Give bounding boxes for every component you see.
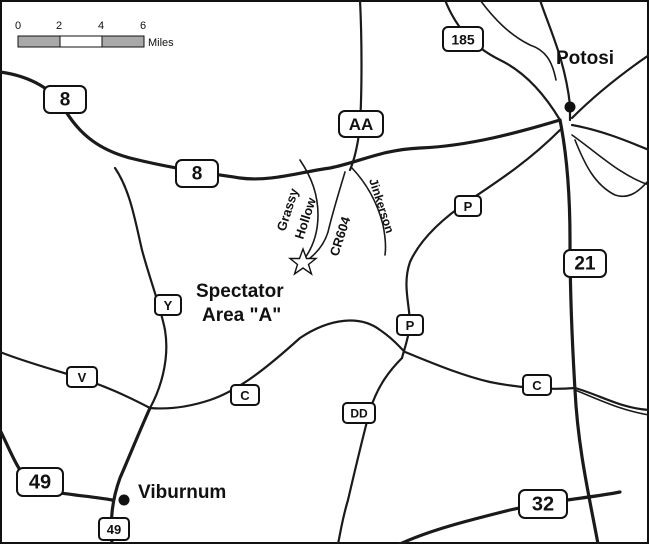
scale-tick-0: 0 xyxy=(15,20,21,32)
shield-8-west: 8 xyxy=(43,85,87,114)
scale-tick-6: 6 xyxy=(140,20,146,32)
svg-text:8: 8 xyxy=(60,90,71,111)
road-hwy-185 xyxy=(443,0,562,122)
road-route-y xyxy=(113,166,168,410)
road-hwy-21 xyxy=(558,118,600,544)
road-nw-local xyxy=(479,0,557,81)
svg-text:C: C xyxy=(240,388,250,403)
road-potosi-east-2 xyxy=(571,134,649,186)
scale-segment-1 xyxy=(17,35,61,48)
jinkerson-label: Jinkerson xyxy=(366,177,397,235)
viburnum-marker xyxy=(118,494,130,506)
shield-8-center: 8 xyxy=(175,159,219,188)
scale-tick-4: 4 xyxy=(98,20,104,32)
road-hwy-32 xyxy=(398,490,622,544)
svg-text:C: C xyxy=(532,378,542,393)
road-potosi-north xyxy=(538,0,572,122)
shield-y: Y xyxy=(154,294,182,316)
road-potosi-east xyxy=(570,123,649,152)
road-route-c xyxy=(148,319,649,412)
svg-text:Y: Y xyxy=(164,298,173,313)
shield-32: 32 xyxy=(518,489,568,519)
shield-21: 21 xyxy=(563,249,607,278)
shield-dd: DD xyxy=(342,402,376,424)
road-aa xyxy=(348,0,363,172)
shield-185: 185 xyxy=(442,26,484,52)
svg-text:8: 8 xyxy=(192,164,203,185)
scale-segment-3 xyxy=(101,35,145,48)
shield-49-west: 49 xyxy=(16,467,64,497)
road-cr604 xyxy=(304,171,346,263)
potosi-marker xyxy=(564,101,576,113)
svg-text:DD: DD xyxy=(350,407,368,421)
shield-p-center: P xyxy=(396,314,424,336)
potosi-label: Potosi xyxy=(556,48,614,69)
road-route-dd xyxy=(336,356,404,544)
road-grassy-hollow xyxy=(299,159,319,259)
svg-text:32: 32 xyxy=(532,494,554,516)
svg-text:49: 49 xyxy=(29,472,51,494)
spectator-label-line2: Area "A" xyxy=(202,305,281,326)
svg-text:185: 185 xyxy=(451,32,475,48)
shield-c-west: C xyxy=(230,384,260,406)
road-potosi-ne xyxy=(570,53,649,120)
road-east-local xyxy=(574,389,649,416)
spectator-star-icon xyxy=(288,246,318,276)
scale-tick-2: 2 xyxy=(56,20,62,32)
svg-text:49: 49 xyxy=(107,522,121,537)
shield-v: V xyxy=(66,366,98,388)
spectator-label-line1: Spectator xyxy=(196,281,284,302)
road-potosi-loop xyxy=(574,139,649,198)
shield-49-south: 49 xyxy=(98,517,130,541)
road-jinkerson xyxy=(351,167,387,256)
scale-bar: 0 2 4 6 Miles xyxy=(15,20,174,49)
svg-text:P: P xyxy=(406,318,415,333)
viburnum-label: Viburnum xyxy=(138,482,226,503)
svg-text:AA: AA xyxy=(349,115,374,134)
shield-aa: AA xyxy=(338,110,384,138)
shield-c-east: C xyxy=(522,374,552,396)
shield-p-north: P xyxy=(454,195,482,217)
svg-text:V: V xyxy=(78,370,87,385)
scale-unit: Miles xyxy=(148,37,174,49)
svg-text:P: P xyxy=(464,199,473,214)
road-route-p xyxy=(400,128,562,360)
svg-text:21: 21 xyxy=(574,254,596,275)
scale-segment-2 xyxy=(59,35,103,48)
